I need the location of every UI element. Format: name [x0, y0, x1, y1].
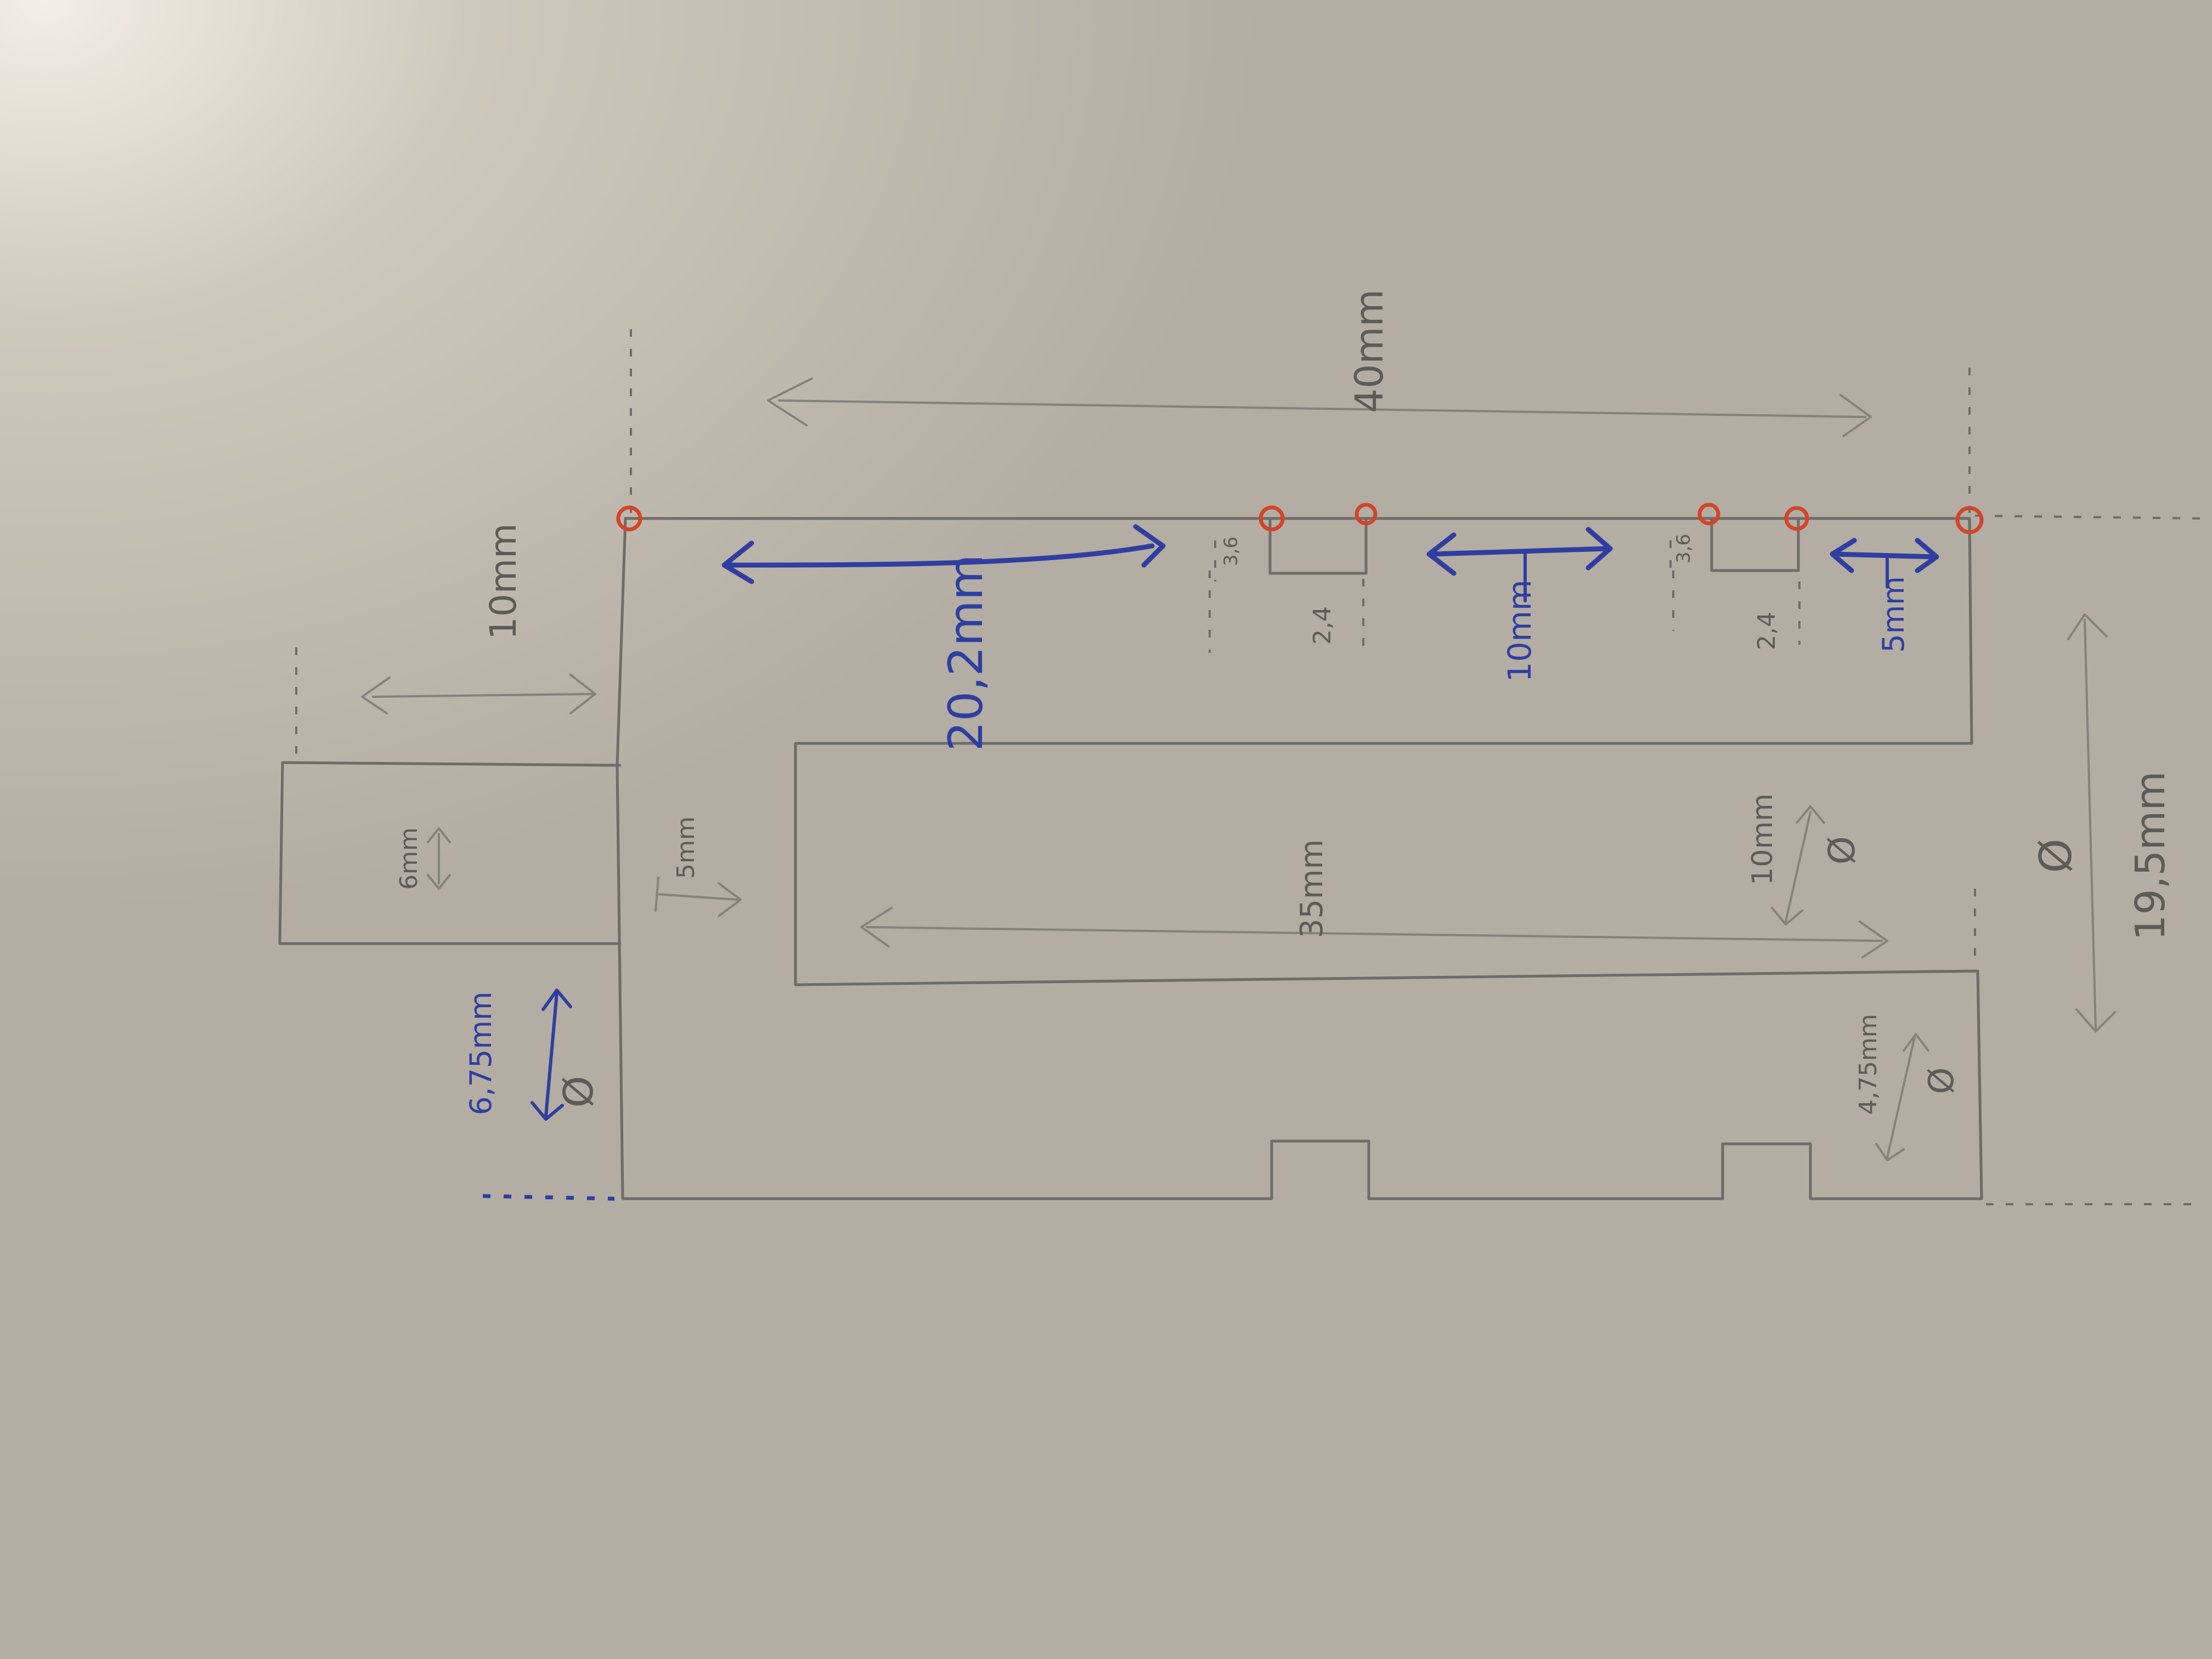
diameter-symbol-bottom: Ø [1921, 1068, 1961, 1094]
label-10mm-height: 10mm [482, 523, 524, 640]
dimension-6-75mm: 6,75mm Ø [464, 989, 602, 1121]
label-slot1-depth: 3,6 [1220, 537, 1242, 566]
slot-1 [1268, 517, 1368, 575]
slot-2 [1710, 517, 1800, 572]
label-6mm: 6mm [395, 827, 423, 890]
marker-top-right [1955, 506, 1984, 534]
label-10mm-spacing: 10mm [1501, 580, 1538, 682]
label-10mm-slot: 10mm [1746, 793, 1779, 885]
extension-lines [295, 329, 2200, 1205]
dimension-10mm-spacing: 10mm [1426, 527, 1613, 682]
dimension-20-2mm: 20,2mm [721, 524, 1166, 752]
dimension-40mm: 40mm [767, 289, 1872, 437]
tab-outline [278, 761, 622, 945]
dimension-35mm: 35mm [860, 839, 1888, 958]
dimension-total-diameter: Ø 19,5mm [2030, 613, 2174, 1032]
marker-top-left [616, 505, 642, 532]
red-markers [616, 503, 1984, 534]
label-4-75mm: 4,75mm [1854, 1014, 1882, 1115]
diameter-symbol-total: Ø [2030, 839, 2081, 873]
label-slot2-depth: 3,6 [1673, 534, 1695, 563]
marker-slot1-right [1355, 503, 1378, 526]
dimension-5mm-right: 5mm [1830, 538, 1939, 653]
slot1-dimensions: 3,6 2,4 [1214, 537, 1336, 645]
label-6-75mm: 6,75mm [464, 991, 498, 1115]
slot2-dimensions: 3,6 2,4 [1669, 534, 1781, 650]
dimension-bottom-diameter: 4,75mm Ø [1854, 1014, 1961, 1161]
label-19-5mm: 19,5mm [2127, 771, 2174, 941]
label-slot1-width: 2,4 [1308, 606, 1336, 645]
dimension-tab-offset: 5mm [654, 816, 742, 917]
dimension-slot-diameter: 10mm Ø [1746, 793, 1863, 926]
marker-slot2-left [1697, 503, 1720, 526]
dimension-tab-width: 6mm [395, 827, 451, 890]
label-5mm-right: 5mm [1876, 576, 1911, 653]
label-35mm: 35mm [1294, 839, 1330, 938]
diameter-symbol-tab: Ø [555, 1076, 602, 1108]
diameter-symbol-slot: Ø [1821, 836, 1863, 865]
dimension-tab-height: 10mm [361, 523, 596, 714]
label-slot2-width: 2,4 [1753, 612, 1781, 650]
marker-slot1-left [1259, 505, 1285, 532]
label-20-2mm: 20,2mm [939, 554, 994, 751]
label-40mm: 40mm [1347, 289, 1392, 413]
label-5mm-offset: 5mm [672, 816, 700, 879]
marker-slot2-right [1784, 506, 1809, 531]
